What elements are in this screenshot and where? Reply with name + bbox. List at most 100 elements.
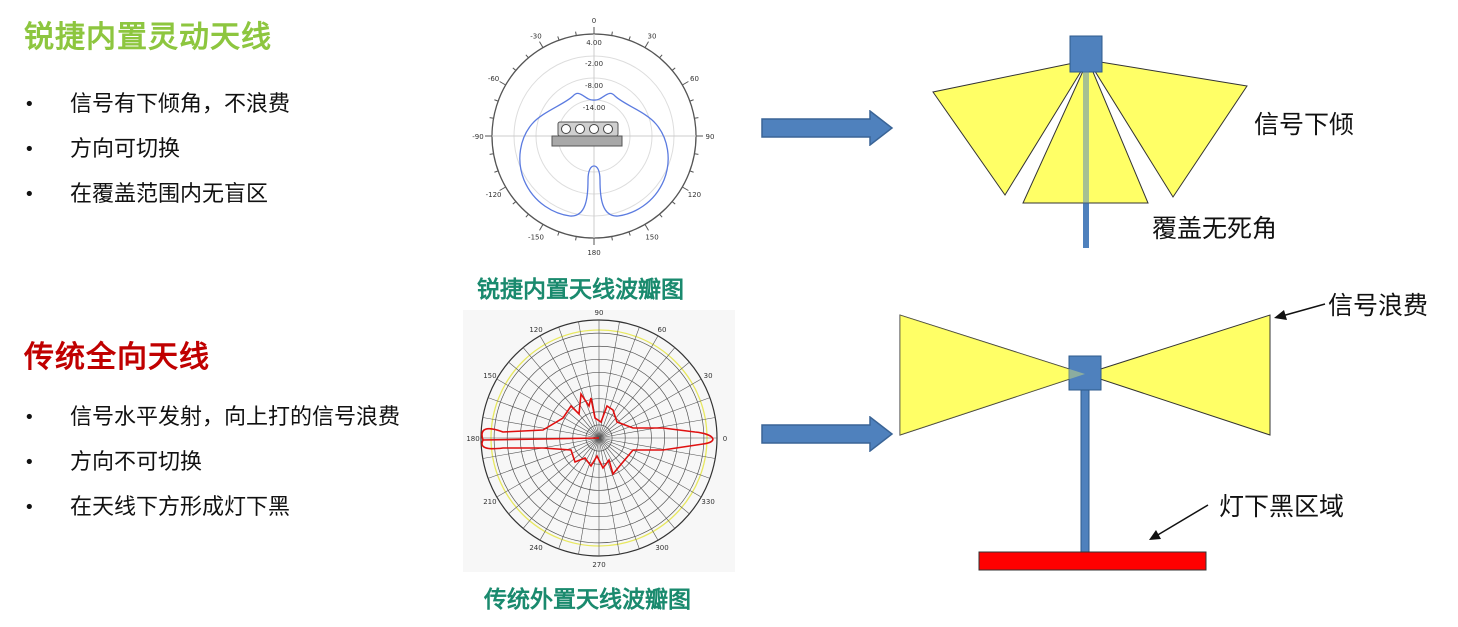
polar-tick [694,153,699,155]
polar-angle-label: 0 [592,17,596,25]
polar-spoke [539,335,600,439]
polar-angle-label: 90 [706,133,715,141]
polar-tick [659,54,663,59]
polar-spoke [558,327,600,439]
polar-spoke [598,437,620,555]
bullet-icon: • [24,94,35,115]
polar-tick [611,236,613,241]
polar-tick [575,236,577,241]
polar-tick [489,153,494,155]
polar-tick [671,201,676,205]
polar-angle-label: 150 [645,233,658,241]
polar-spoke [539,437,600,541]
polar-angle-label: 330 [701,498,714,506]
radial-label: -8.00 [585,82,603,90]
left-coverage-cone [932,59,1090,196]
polar-angle-label: 150 [483,372,496,380]
traditional-coverage-diagram [899,303,1326,571]
polar-angle-label: -90 [472,133,483,141]
polar-spoke [522,437,600,529]
polar-spoke [488,437,600,479]
polar-angle-label: 30 [648,33,657,41]
polar-tick [671,67,676,71]
radial-label: -14.00 [583,104,606,112]
polar-angle-label: 210 [483,498,496,506]
polar-tick-marks [485,27,703,245]
right-coverage-cone [1083,314,1271,436]
polar-spoke [508,361,600,439]
polar-spoke [598,437,640,549]
dark-zone-label: 灯下黑区域 [1219,492,1345,521]
polar-tick [494,170,499,173]
feature-text: 在覆盖范围内无盲区 [70,182,269,207]
polar-tick [525,54,529,59]
polar-tick [659,213,663,218]
polar-tick [525,213,529,218]
polar-spoke [598,437,702,498]
ruijie-pattern-caption: 锐捷内置天线波瓣图 [477,277,684,303]
bullet-icon: • [24,139,35,160]
polar-angle-label: -30 [530,33,541,41]
polar-radial-labels: 4.00 -2.00 -8.00 -14.00 [583,39,606,112]
feature-text: 信号水平发射，向上打的信号浪费 [70,405,401,430]
polar-angle-label: -150 [528,233,544,241]
feature-text: 信号有下倾角，不浪费 [70,92,291,117]
polar-spoke [598,378,702,439]
polar-tick [611,31,613,36]
polar-spoke [598,437,676,529]
polar-tick [628,36,631,41]
polar-spoke [522,347,600,439]
polar-spoke [482,417,600,439]
polar-angle-label: 90 [595,310,604,317]
right-arrow-icon [761,416,894,452]
polar-spoke [598,327,640,439]
polar-angle-label: 240 [529,544,542,552]
polar-spoke [508,437,600,515]
polar-angle-label: -120 [486,191,502,199]
pointer-arrow-icon [1149,504,1209,540]
polar-tick [499,186,506,191]
polar-angle-label: 30 [704,372,713,380]
polar-angle-label: 60 [658,326,667,334]
section-title-ruijie: 锐捷内置灵动天线 [24,20,272,55]
polar-spoke [598,437,710,479]
full-coverage-label: 覆盖无死角 [1152,214,1278,243]
bullet-icon: • [24,452,35,473]
polar-spoke [598,437,716,459]
polar-spoke [598,347,676,439]
polar-tick [489,117,494,119]
polar-spoke [598,335,659,439]
traditional-pattern-curve [481,391,714,476]
polar-angle-label: -60 [488,75,499,83]
polar-tick [494,99,499,102]
polar-tick [644,224,649,231]
polar-angle-label: 180 [466,435,479,443]
polar-tick [512,67,517,71]
signal-downtilt-label: 信号下倾 [1254,110,1355,139]
polar-angle-label: 0 [723,435,727,443]
polar-spoke [496,437,600,498]
polar-tick [682,81,689,86]
polar-angle-label: 300 [655,544,668,552]
antenna-head [1068,355,1102,391]
signal-waste-label: 信号浪费 [1328,291,1429,320]
pointer-arrow-icon [1274,303,1326,320]
bullet-icon: • [24,497,35,518]
polar-spoke [598,361,690,439]
dark-zone-bar [978,551,1207,571]
polar-angle-label: 120 [529,326,542,334]
polar-tick [539,224,544,231]
feature-text: 方向不可切换 [70,450,203,475]
left-coverage-cone [899,314,1087,436]
feature-text: 在天线下方形成灯下黑 [70,495,291,520]
polar-tick [628,231,631,236]
right-coverage-cone [1086,59,1248,198]
polar-tick [644,41,649,48]
polar-tick [539,41,544,48]
polar-spoke [496,378,600,439]
polar-tick [557,36,560,41]
bullet-icon: • [24,184,35,205]
